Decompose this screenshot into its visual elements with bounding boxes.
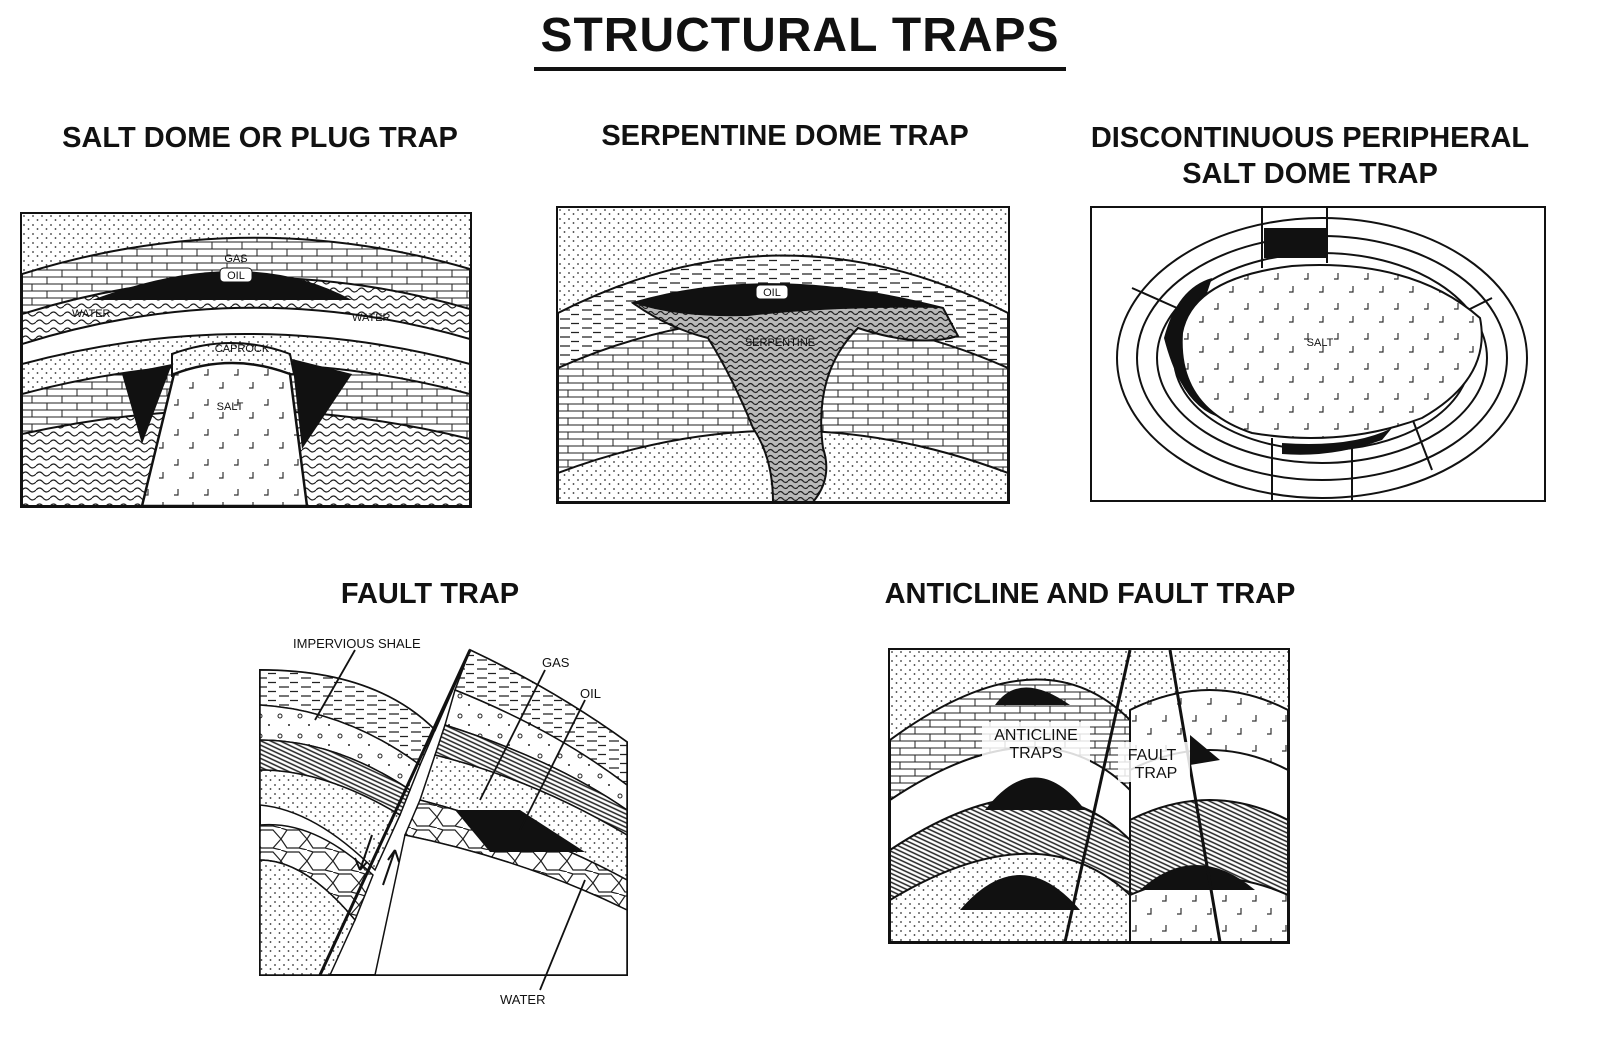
page-title: STRUCTURAL TRAPS — [0, 8, 1600, 71]
salt-dome-gas-label: GAS — [224, 253, 247, 265]
salt-dome-caprock-label: CAPROCK — [215, 343, 270, 355]
serpentine-diagram: OIL SERPENTINE — [556, 206, 1010, 504]
serpentine-label: SERPENTINE — [745, 337, 815, 349]
peripheral-title: DISCONTINUOUS PERIPHERAL SALT DOME TRAP — [1090, 122, 1530, 190]
fault-trap-title: FAULT TRAP — [340, 578, 520, 610]
fault-trap-diagram: IMPERVIOUS SHALE GAS OIL WATER — [255, 630, 635, 1010]
serpentine-title: SERPENTINE DOME TRAP — [601, 120, 969, 152]
anticline-traps-label-line2: TRAPS — [1009, 745, 1062, 762]
peripheral-salt-label: SALT — [1307, 337, 1334, 349]
salt-dome-diagram: GAS OIL WATER WATER CAPROCK SALT — [20, 212, 472, 508]
peripheral-diagram: SALT — [1090, 206, 1546, 502]
fault-oil-label: OIL — [580, 686, 601, 701]
anticline-fault-title: ANTICLINE AND FAULT TRAP — [884, 578, 1296, 610]
fault-trap-label-line1: FAULT — [1128, 747, 1177, 764]
salt-dome-water-label-left: WATER — [72, 308, 111, 320]
anticline-traps-label-line1: ANTICLINE — [994, 727, 1078, 744]
salt-dome-title: SALT DOME OR PLUG TRAP — [62, 122, 458, 154]
impervious-shale-label: IMPERVIOUS SHALE — [293, 636, 421, 651]
fault-gas-label: GAS — [542, 655, 570, 670]
salt-dome-water-label-right: WATER — [352, 312, 391, 324]
salt-dome-salt-label: SALT — [217, 401, 244, 413]
fault-water-label: WATER — [500, 992, 546, 1007]
anticline-fault-diagram: ANTICLINE TRAPS FAULT TRAP — [888, 648, 1290, 944]
fault-trap-label-line2: TRAP — [1135, 765, 1178, 782]
serpentine-oil-label: OIL — [763, 287, 781, 299]
salt-dome-oil-label: OIL — [227, 270, 245, 282]
